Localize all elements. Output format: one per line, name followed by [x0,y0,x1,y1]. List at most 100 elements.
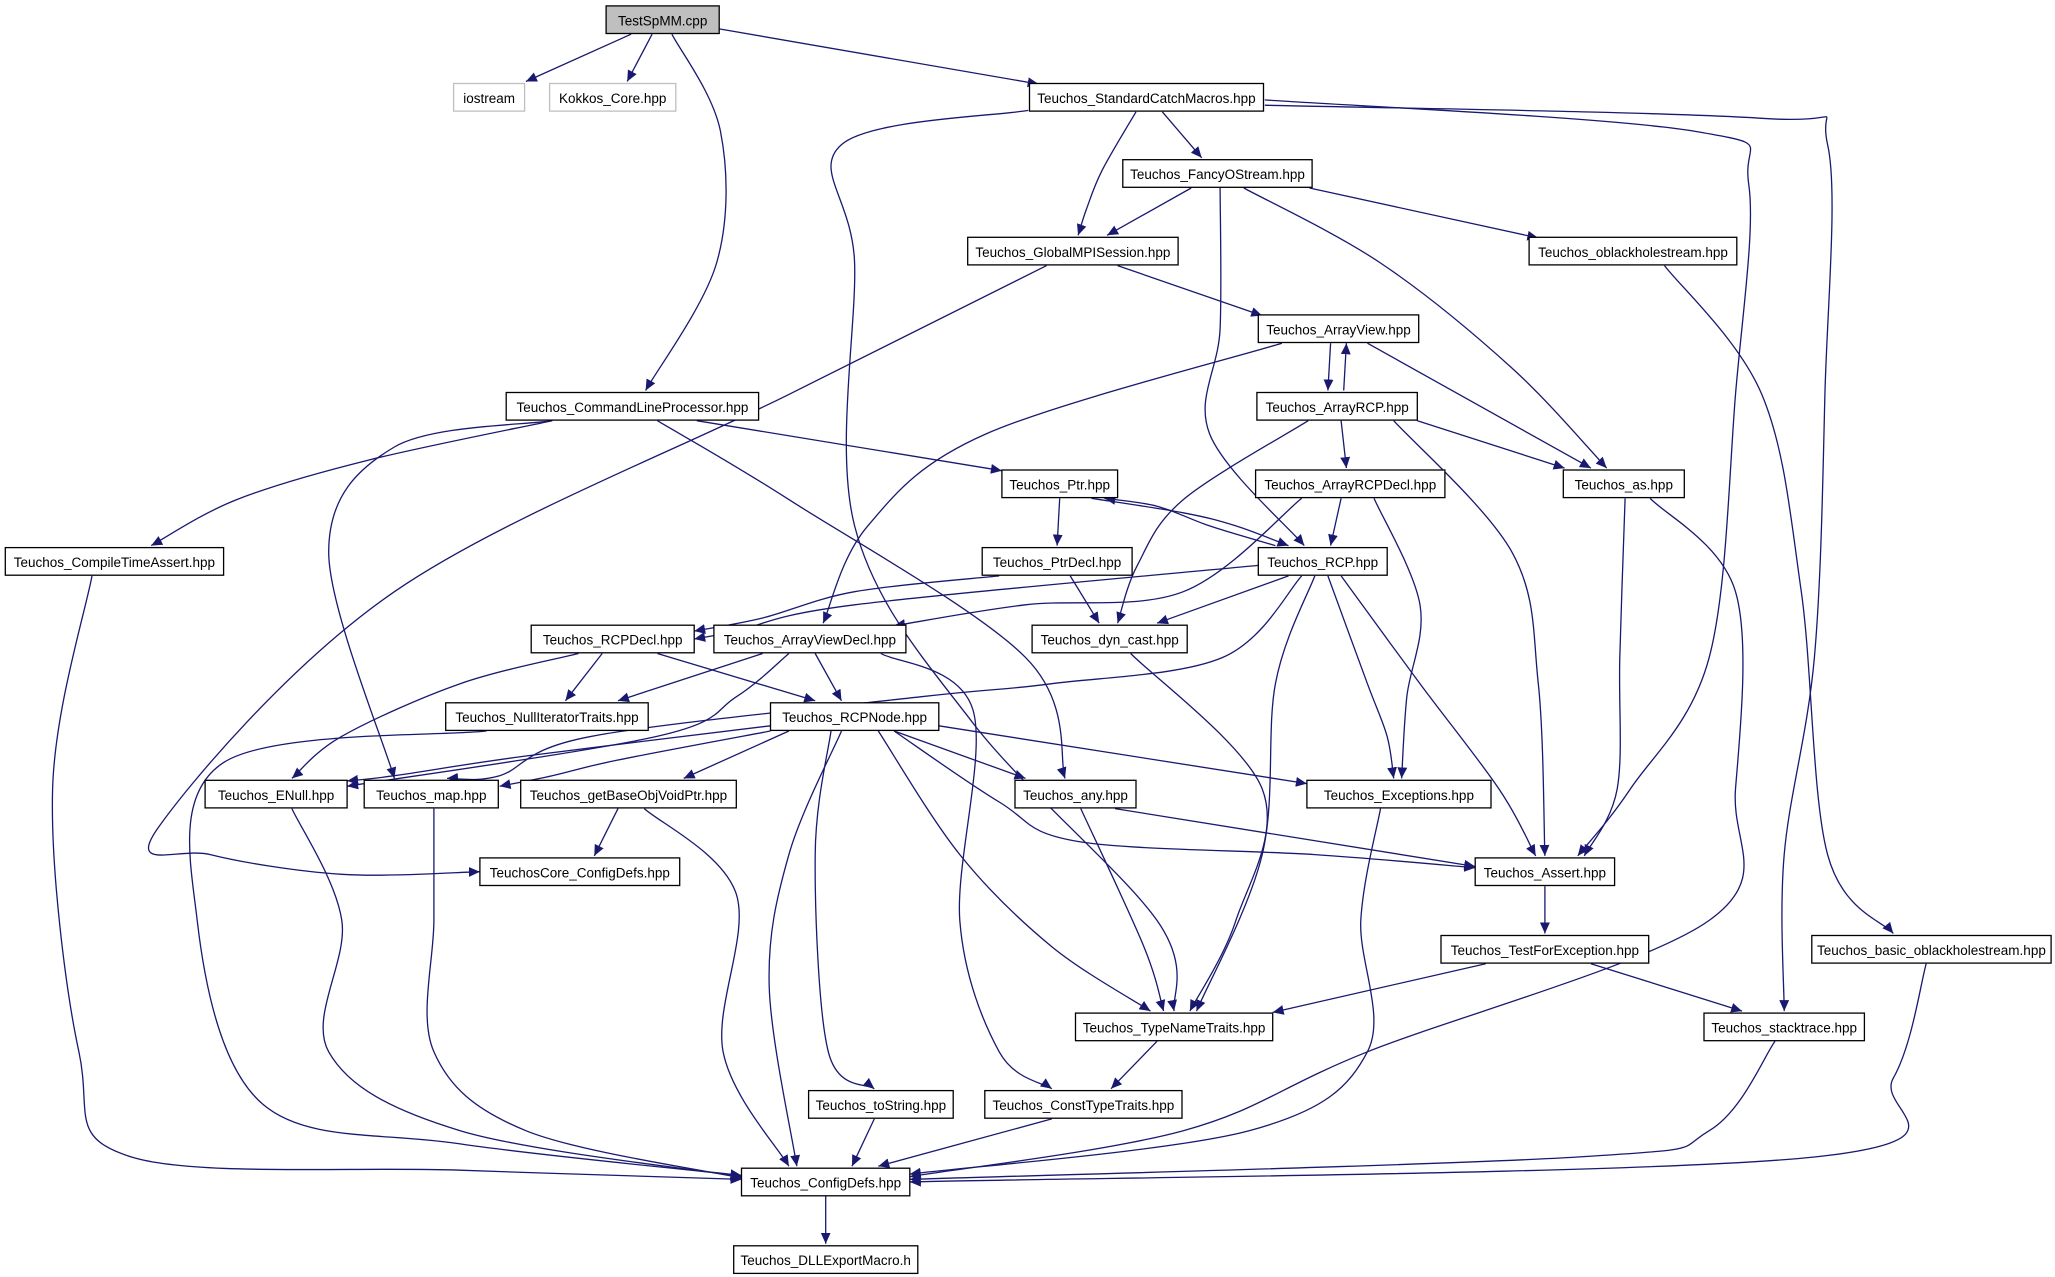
node-TestForException[interactable]: Teuchos_TestForException.hpp [1440,934,1650,964]
node-RCP[interactable]: Teuchos_RCP.hpp [1257,546,1388,576]
edge-toString-to-ConfigDefs [851,1118,875,1167]
node-ArrayViewDecl[interactable]: Teuchos_ArrayViewDecl.hpp [713,624,907,654]
node-Exceptions[interactable]: Teuchos_Exceptions.hpp [1306,779,1492,809]
edge-as-to-Assert [1583,498,1626,857]
node-box [981,546,1133,576]
node-getBaseObjVoidPtr[interactable]: Teuchos_getBaseObjVoidPtr.hpp [520,779,737,809]
node-RCPDecl[interactable]: Teuchos_RCPDecl.hpp [530,624,695,654]
node-dyn_cast[interactable]: Teuchos_dyn_cast.hpp [1031,624,1188,654]
node-TypeNameTraits[interactable]: Teuchos_TypeNameTraits.hpp [1074,1012,1274,1042]
node-Assert[interactable]: Teuchos_Assert.hpp [1474,857,1616,887]
node-iostream[interactable]: iostream [452,82,526,112]
node-ArrayView[interactable]: Teuchos_ArrayView.hpp [1257,314,1420,344]
edge-StandardCatchMacros-to-TypeNameTraits [830,109,1178,1012]
node-label: Teuchos_GlobalMPISession.hpp [975,245,1170,260]
node-box [1122,159,1313,188]
node-ConfigDefs[interactable]: Teuchos_ConfigDefs.hpp [740,1167,911,1197]
node-FancyOStream[interactable]: Teuchos_FancyOStream.hpp [1122,159,1313,188]
edge-StandardCatchMacros-to-GlobalMPISession [1076,111,1137,236]
node-StandardCatchMacros[interactable]: Teuchos_StandardCatchMacros.hpp [1028,82,1265,112]
node-any[interactable]: Teuchos_any.hpp [1014,779,1137,809]
node-box [530,624,695,654]
edge-ArrayRCPDecl-to-ArrayViewDecl [893,497,1303,629]
node-label: Teuchos_ConfigDefs.hpp [750,1176,901,1191]
node-box [807,1089,954,1119]
node-NullIteratorTraits[interactable]: Teuchos_NullIteratorTraits.hpp [445,702,649,732]
node-label: Teuchos_Ptr.hpp [1009,478,1110,493]
edge-RCPDecl-to-ENull [291,652,579,779]
node-map[interactable]: Teuchos_map.hpp [363,779,499,809]
node-stacktrace[interactable]: Teuchos_stacktrace.hpp [1703,1012,1866,1042]
edge-ArrayRCP-to-as [1417,420,1565,470]
edge-StandardCatchMacros-to-FancyOStream [1161,111,1203,159]
node-DLLExportMacro[interactable]: Teuchos_DLLExportMacro.h [733,1245,919,1275]
node-box [520,779,737,809]
node-box [1257,314,1420,344]
node-box [1028,82,1265,112]
node-label: Teuchos_ArrayRCP.hpp [1266,400,1409,415]
edge-CommandLineProcessor-to-any [657,420,1067,779]
node-box [1254,469,1446,499]
node-box [984,1089,1183,1119]
node-label: TestSpMM.cpp [618,13,707,28]
node-CommandLineProcessor[interactable]: Teuchos_CommandLineProcessor.hpp [505,391,760,421]
edge-layer [51,28,1927,1244]
edge-RCPNode-to-ConfigDefs [768,730,843,1167]
edge-TestSpMM_cpp-to-iostream [525,33,632,83]
edge-basic_oblackholestream-to-ConfigDefs [909,963,1927,1187]
node-RCPNode[interactable]: Teuchos_RCPNode.hpp [769,702,940,732]
node-box [548,82,677,112]
node-box [1257,546,1388,576]
edge-RCP-to-Ptr [1104,495,1276,547]
node-label: Teuchos_RCPDecl.hpp [543,633,683,648]
node-GlobalMPISession[interactable]: Teuchos_GlobalMPISession.hpp [967,236,1179,266]
edge-TestSpMM_cpp-to-StandardCatchMacros [719,28,1039,88]
node-box [363,779,499,809]
edge-as-to-ConfigDefs [909,497,1745,1180]
node-box [967,236,1179,266]
node-label: Teuchos_basic_oblackholestream.hpp [1817,943,2046,958]
edge-CompileTimeAssert-to-ConfigDefs [51,575,742,1184]
node-as[interactable]: Teuchos_as.hpp [1562,469,1685,499]
node-CompileTimeAssert[interactable]: Teuchos_CompileTimeAssert.hpp [4,546,225,576]
node-label: Teuchos_ArrayViewDecl.hpp [724,633,896,648]
node-label: Teuchos_PtrDecl.hpp [993,555,1121,570]
edge-GlobalMPISession-to-ArrayView [1117,264,1263,317]
node-toString[interactable]: Teuchos_toString.hpp [807,1089,954,1119]
node-Ptr[interactable]: Teuchos_Ptr.hpp [1001,469,1119,499]
node-basic_oblackholestream[interactable]: Teuchos_basic_oblackholestream.hpp [1811,934,2052,964]
node-box [1474,857,1616,887]
node-ConstTypeTraits[interactable]: Teuchos_ConstTypeTraits.hpp [984,1089,1183,1119]
node-TestSpMM_cpp[interactable]: TestSpMM.cpp [605,5,720,35]
node-box [713,624,907,654]
edge-CommandLineProcessor-to-map [328,420,553,779]
node-ENull[interactable]: Teuchos_ENull.hpp [204,779,348,809]
node-box [1811,934,2052,964]
node-ArrayRCP[interactable]: Teuchos_ArrayRCP.hpp [1256,391,1418,421]
node-box [452,82,526,112]
node-label: Teuchos_DLLExportMacro.h [741,1253,911,1268]
node-label: Kokkos_Core.hpp [559,91,666,106]
edge-dyn_cast-to-TypeNameTraits [1130,653,1268,1012]
node-box [1562,469,1685,499]
node-ArrayRCPDecl[interactable]: Teuchos_ArrayRCPDecl.hpp [1254,469,1446,499]
edge-RCP-to-Exceptions [1327,575,1397,779]
edge-ArrayViewDecl-to-NullIteratorTraits [617,652,763,703]
node-Kokkos_Core[interactable]: Kokkos_Core.hpp [548,82,677,112]
node-label: Teuchos_RCPNode.hpp [782,710,927,725]
node-box [769,702,940,732]
edge-ArrayRCP-to-Assert [1393,420,1550,856]
edge-TestSpMM_cpp-to-CommandLineProcessor [645,33,727,391]
node-label: Teuchos_NullIteratorTraits.hpp [455,710,638,725]
node-oblackholestream[interactable]: Teuchos_oblackholestream.hpp [1528,236,1738,266]
edge-any-to-Assert [1114,807,1476,870]
node-box [605,5,720,35]
edge-any-to-TypeNameTraits [1080,808,1166,1012]
node-box [740,1167,911,1197]
node-PtrDecl[interactable]: Teuchos_PtrDecl.hpp [981,546,1133,576]
node-TeuchosCore_ConfigDefs[interactable]: TeuchosCore_ConfigDefs.hpp [479,857,681,887]
edge-stacktrace-to-ConfigDefs [909,1040,1776,1184]
node-box [505,391,760,421]
node-box [1031,624,1188,654]
